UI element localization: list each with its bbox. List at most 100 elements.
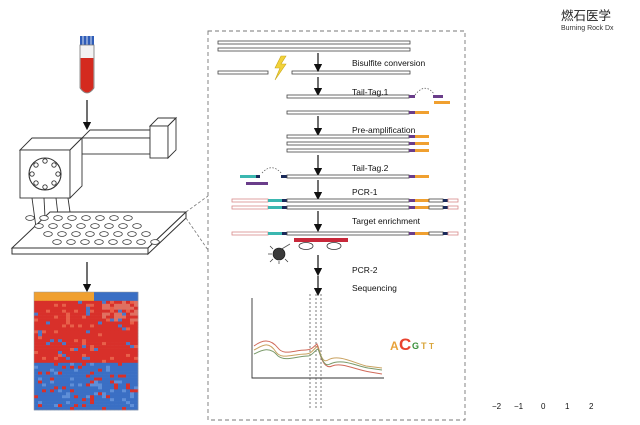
heatmap-cell: [118, 321, 123, 325]
heatmap-cell: [102, 315, 107, 319]
heatmap-cell: [42, 386, 47, 390]
heatmap-cell: [118, 404, 123, 408]
heatmap-cell: [58, 401, 63, 405]
heatmap-cell: [126, 315, 131, 319]
heatmap-cell: [98, 407, 103, 411]
heatmap-cell: [74, 407, 79, 411]
well: [113, 231, 123, 237]
heatmap-cell: [74, 398, 79, 402]
heatmap-cell: [54, 309, 59, 313]
heatmap-cell: [38, 407, 43, 411]
heatmap-cell: [78, 339, 83, 343]
heatmap-cell: [74, 380, 79, 384]
heatmap-cell: [50, 392, 55, 396]
heatmap-cell: [66, 362, 71, 367]
heatmap-cell: [98, 374, 103, 378]
heatmap-cell: [126, 362, 131, 367]
heatmap-cell: [86, 342, 91, 346]
heatmap-cell: [106, 404, 111, 408]
heatmap-cell: [90, 306, 95, 310]
heatmap-cell: [106, 401, 111, 405]
heatmap-cell: [102, 356, 107, 361]
heatmap-cell: [34, 374, 39, 378]
heatmap-cell: [114, 380, 119, 384]
heatmap-cell: [70, 292, 75, 296]
heatmap-cell: [130, 380, 135, 384]
heatmap-cell: [134, 389, 139, 393]
heatmap-cell: [34, 315, 39, 319]
heatmap-cell: [46, 374, 51, 378]
heatmap-cell: [42, 345, 47, 349]
heatmap-cell: [46, 345, 51, 349]
heatmap-cell: [54, 294, 59, 299]
heatmap-cell: [98, 353, 103, 358]
heatmap-cell: [78, 401, 83, 405]
heatmap-cell: [134, 374, 139, 378]
heatmap-cell: [70, 294, 75, 299]
heatmap-cell: [118, 353, 123, 358]
heatmap-cell: [66, 353, 71, 358]
heatmap-cell: [102, 309, 107, 313]
heatmap-cell: [38, 395, 43, 399]
heatmap-cell: [94, 377, 99, 381]
heatmap-cell: [118, 371, 123, 375]
heatmap-cell: [62, 303, 67, 308]
heatmap-cell: [110, 401, 115, 405]
heatmap-cell: [50, 407, 55, 411]
heatmap-cell: [102, 362, 107, 367]
heatmap-cell: [126, 292, 131, 296]
heatmap-cell: [102, 327, 107, 331]
heatmap-cell: [82, 407, 87, 411]
heatmap-cell: [82, 306, 87, 310]
heatmap-cell: [106, 362, 111, 367]
heatmap-cell: [50, 368, 55, 372]
heatmap-cell: [86, 407, 91, 411]
extraction-device-icon: [18, 116, 178, 243]
heatmap-cell: [78, 303, 83, 308]
heatmap-cell: [46, 342, 51, 346]
heatmap-cell: [94, 392, 99, 396]
heatmap-cell: [62, 342, 67, 346]
heatmap-cell: [54, 292, 59, 296]
well: [150, 239, 160, 245]
sequencing-chromatogram: [251, 294, 384, 408]
heatmap-cell: [118, 359, 123, 364]
heatmap-cell: [114, 404, 119, 408]
heatmap-cell: [102, 383, 107, 387]
heatmap-cell: [122, 380, 127, 384]
heatmap-cell: [122, 306, 127, 310]
heatmap-cell: [110, 339, 115, 343]
brand-name-cn: 燃石医学: [561, 8, 612, 23]
lightning-icon: [274, 55, 287, 81]
step-label-target-enrichment: Target enrichment: [352, 216, 421, 226]
heatmap-cell: [82, 297, 87, 302]
heatmap-cell: [110, 377, 115, 381]
heatmap-cell: [54, 315, 59, 319]
heatmap-cell: [58, 386, 63, 390]
heatmap-cell: [54, 303, 59, 308]
heatmap-cell: [42, 356, 47, 361]
heatmap-cell: [86, 303, 91, 308]
well: [57, 231, 67, 237]
heatmap-cell: [62, 380, 67, 384]
heatmap-cell: [98, 309, 103, 313]
heatmap-cell: [130, 398, 135, 402]
heatmap-cell: [78, 300, 83, 305]
heatmap-cell: [90, 368, 95, 372]
heatmap-cell: [94, 336, 99, 340]
heatmap-cell: [74, 389, 79, 393]
heatmap-cell: [46, 348, 51, 352]
heatmap-cell: [70, 374, 75, 378]
heatmap-cell: [38, 309, 43, 313]
heatmap-cell: [106, 342, 111, 346]
heatmap-cell: [114, 294, 119, 299]
heatmap-cell: [34, 330, 39, 334]
heatmap-cell: [130, 351, 135, 355]
heatmap-cell: [94, 353, 99, 358]
heatmap-cell: [62, 371, 67, 375]
heatmap-cell: [134, 392, 139, 396]
heatmap-cell: [130, 336, 135, 340]
heatmap-cell: [102, 297, 107, 302]
heatmap-cell: [86, 321, 91, 325]
